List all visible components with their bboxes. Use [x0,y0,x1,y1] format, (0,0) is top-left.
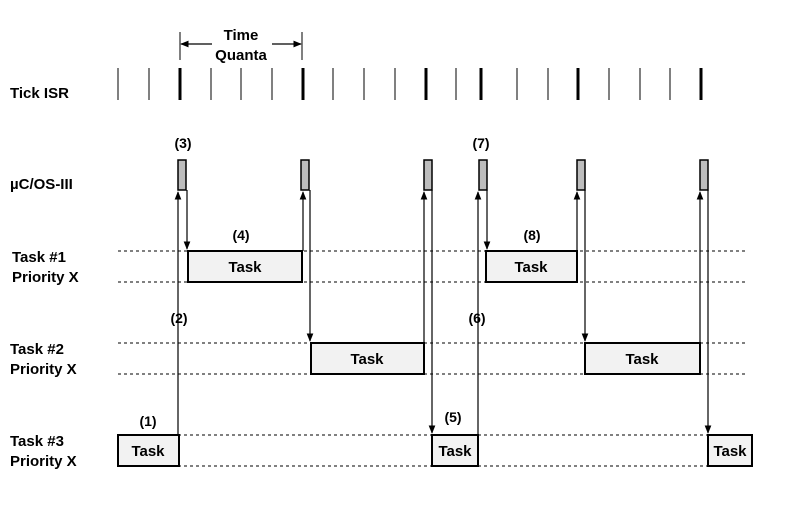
os-execution-bar [177,159,187,191]
row-label-task3-name: Task #3 [10,433,64,450]
context-switch-arrows [174,190,712,435]
os-execution-bar [478,159,488,191]
step-marker-5: (5) [444,409,461,425]
os-execution-bar [423,159,433,191]
task1-row: Task Task [187,250,578,283]
tick-isr-row [117,68,703,100]
os-execution-bar [300,159,310,191]
time-quanta-annotation: Time Quanta [179,27,303,64]
step-marker-1: (1) [139,413,156,429]
step-marker-4: (4) [232,227,249,243]
task1-run-label: Task [228,259,262,276]
task2-run-label: Task [625,351,659,368]
task3-run-label: Task [438,443,472,460]
step-marker-6: (6) [468,310,485,326]
os-execution-bar [699,159,709,191]
task3-run-box [117,434,180,467]
row-label-task2-priority: Priority X [10,361,77,378]
task3-run-box [431,434,479,467]
row-label-tick-isr: Tick ISR [10,85,69,102]
task3-run-label: Task [131,443,165,460]
task2-run-box [584,342,701,375]
step-marker-8: (8) [523,227,540,243]
row-label-os: µC/OS-III [10,176,73,193]
time-quanta-label-line1: Time [224,27,259,44]
step-markers: (1) (2) (3) (4) (5) (6) (7) (8) [139,135,540,429]
row-label-task2-name: Task #2 [10,341,64,358]
os-execution-bar [576,159,586,191]
step-marker-7: (7) [472,135,489,151]
os-row [177,159,709,191]
row-label-task1-priority: Priority X [12,269,79,286]
task1-run-box [187,250,303,283]
step-marker-3: (3) [174,135,191,151]
task2-run-label: Task [350,351,384,368]
task2-run-box [310,342,425,375]
step-marker-2: (2) [170,310,187,326]
time-quanta-label-line2: Quanta [215,47,267,64]
task1-run-label: Task [514,259,548,276]
row-label-task1-name: Task #1 [12,249,66,266]
task3-run-label: Task [713,443,747,460]
task1-run-box [485,250,578,283]
task2-row: Task Task [310,342,701,375]
row-label-task3-priority: Priority X [10,453,77,470]
task3-row: Task Task Task [117,434,753,467]
task3-run-box [707,434,753,467]
